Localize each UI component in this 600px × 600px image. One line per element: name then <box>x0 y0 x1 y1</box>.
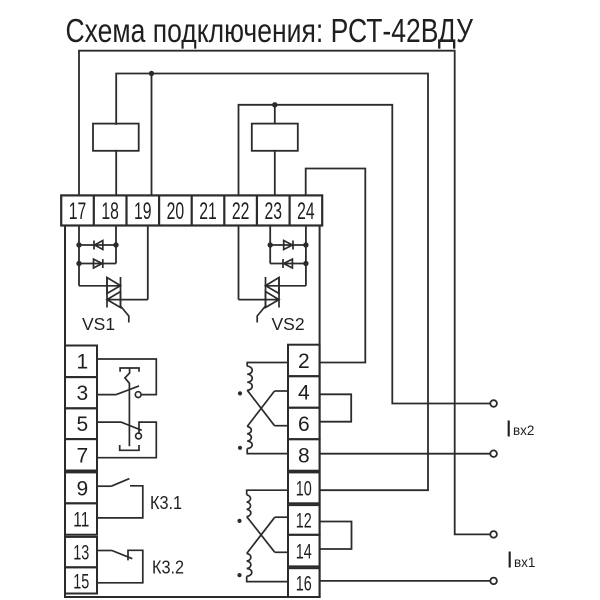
svg-text:22: 22 <box>232 198 250 225</box>
svg-text:К3.1: К3.1 <box>150 492 182 513</box>
svg-text:К3.2: К3.2 <box>152 557 184 578</box>
svg-text:14: 14 <box>296 541 312 564</box>
svg-text:VS2: VS2 <box>272 314 305 334</box>
svg-text:12: 12 <box>296 510 312 533</box>
svg-text:5: 5 <box>76 413 88 436</box>
svg-text:3: 3 <box>76 382 88 405</box>
svg-text:13: 13 <box>73 542 89 565</box>
svg-text:16: 16 <box>296 573 312 596</box>
svg-text:I: I <box>507 547 513 573</box>
svg-text:вх2: вх2 <box>513 423 534 438</box>
svg-text:2: 2 <box>298 350 310 373</box>
svg-text:23: 23 <box>264 198 282 225</box>
svg-text:7: 7 <box>76 445 88 468</box>
svg-text:Схема подключения: РСТ-42ВДУ: Схема подключения: РСТ-42ВДУ <box>66 12 474 49</box>
svg-text:9: 9 <box>76 478 88 501</box>
svg-text:24: 24 <box>297 198 315 225</box>
svg-text:20: 20 <box>167 198 185 225</box>
svg-text:17: 17 <box>69 198 87 225</box>
svg-text:8: 8 <box>298 445 310 468</box>
svg-text:4: 4 <box>298 382 310 405</box>
svg-text:6: 6 <box>298 413 310 436</box>
svg-text:11: 11 <box>73 509 89 532</box>
svg-text:1: 1 <box>76 351 88 374</box>
svg-text:15: 15 <box>73 571 89 594</box>
svg-text:VS1: VS1 <box>82 314 115 334</box>
svg-text:18: 18 <box>101 198 119 225</box>
svg-text:вх1: вх1 <box>514 555 535 570</box>
svg-text:I: I <box>506 416 512 442</box>
svg-text:21: 21 <box>199 198 217 225</box>
svg-text:19: 19 <box>134 198 152 225</box>
svg-text:10: 10 <box>296 478 312 501</box>
